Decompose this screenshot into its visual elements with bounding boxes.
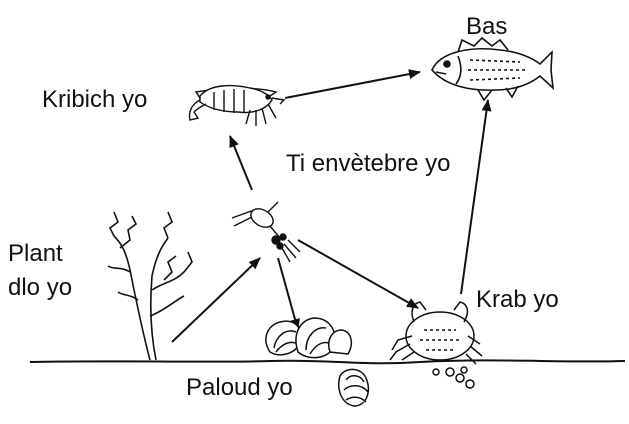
label-fish: Bas bbox=[466, 13, 507, 41]
water-plant-icon bbox=[108, 212, 192, 360]
ground-line bbox=[30, 360, 625, 363]
fish-icon bbox=[432, 38, 553, 100]
arrow-invertebrate-to-crab bbox=[298, 240, 418, 308]
label-plant-line1: Plant bbox=[8, 240, 63, 268]
invertebrate-icon bbox=[232, 202, 300, 262]
arrow-shrimp-to-fish bbox=[285, 72, 420, 98]
arrow-invertebrate-to-clams bbox=[278, 258, 298, 330]
arrow-crab-to-fish bbox=[461, 100, 488, 294]
arrow-invertebrate-to-shrimp bbox=[230, 136, 252, 190]
label-clams: Paloud yo bbox=[186, 374, 293, 402]
crab-icon bbox=[390, 302, 482, 388]
shrimp-icon bbox=[189, 86, 284, 126]
label-invertebrates: Ti envètebre yo bbox=[286, 150, 451, 178]
label-plant-line2: dlo yo bbox=[8, 274, 72, 302]
arrows bbox=[172, 72, 488, 342]
label-crab: Krab yo bbox=[476, 286, 559, 314]
label-shrimp: Kribich yo bbox=[42, 86, 147, 114]
